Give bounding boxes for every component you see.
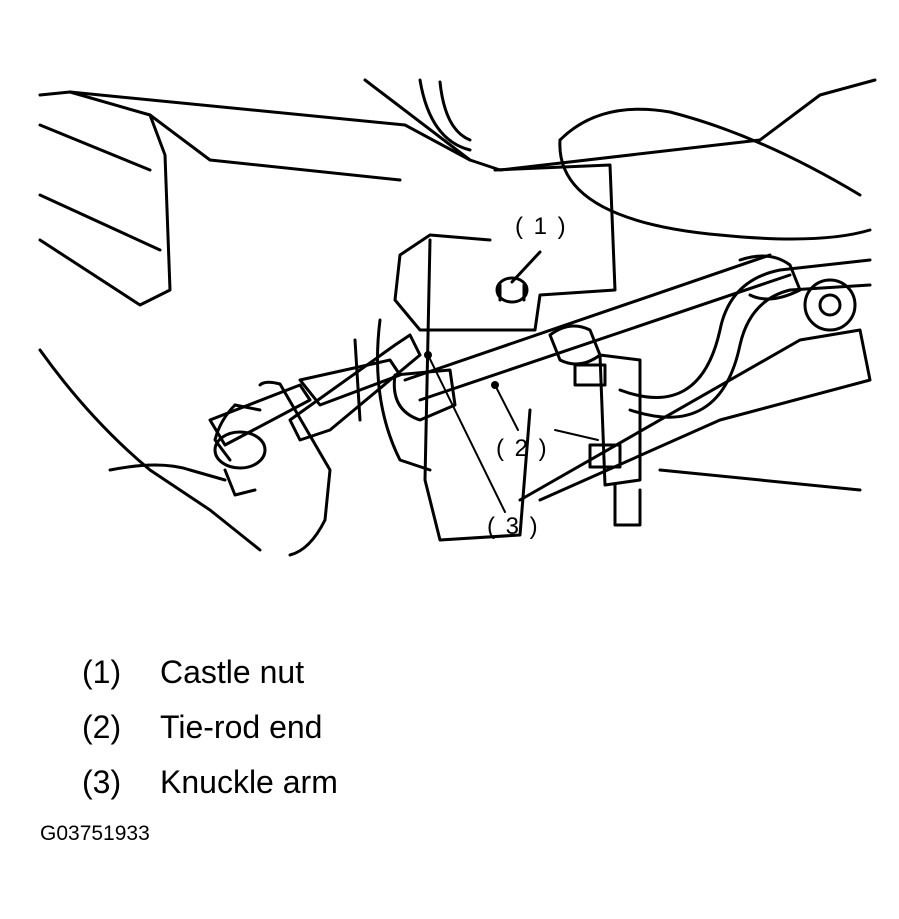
leader-lines — [424, 351, 599, 513]
hands — [38, 348, 332, 557]
legend-number: (1) — [82, 654, 122, 690]
callout-tie-rod-end: ( 2 ) — [496, 435, 549, 462]
callout-knuckle-arm: ( 3 ) — [487, 513, 540, 540]
legend-label: Knuckle arm — [160, 764, 338, 800]
legend: (1) Castle nut (2) Tie-rod end (3) Knuck… — [82, 645, 338, 810]
legend-label: Castle nut — [160, 654, 305, 690]
legend-item: (2) Tie-rod end — [82, 700, 338, 755]
legend-item: (3) Knuckle arm — [82, 755, 338, 810]
figure-id: G03751933 — [40, 822, 150, 845]
legend-number: (2) — [82, 709, 122, 745]
body-panel — [38, 90, 472, 307]
knuckle — [353, 163, 617, 542]
lower-arm — [518, 328, 872, 502]
stabilizer-bar — [618, 258, 872, 419]
legend-item: (1) Castle nut — [82, 645, 338, 700]
chassis-frame — [363, 78, 877, 241]
suspension-illustration — [38, 78, 877, 557]
legend-number: (3) — [82, 764, 122, 800]
puller-tool — [208, 333, 457, 497]
castle-nut-drawing — [495, 250, 542, 304]
legend-label: Tie-rod end — [160, 709, 323, 745]
tie-rod — [403, 253, 802, 402]
stabilizer-link — [573, 353, 642, 527]
callout-castle-nut: ( 1 ) — [515, 213, 568, 240]
